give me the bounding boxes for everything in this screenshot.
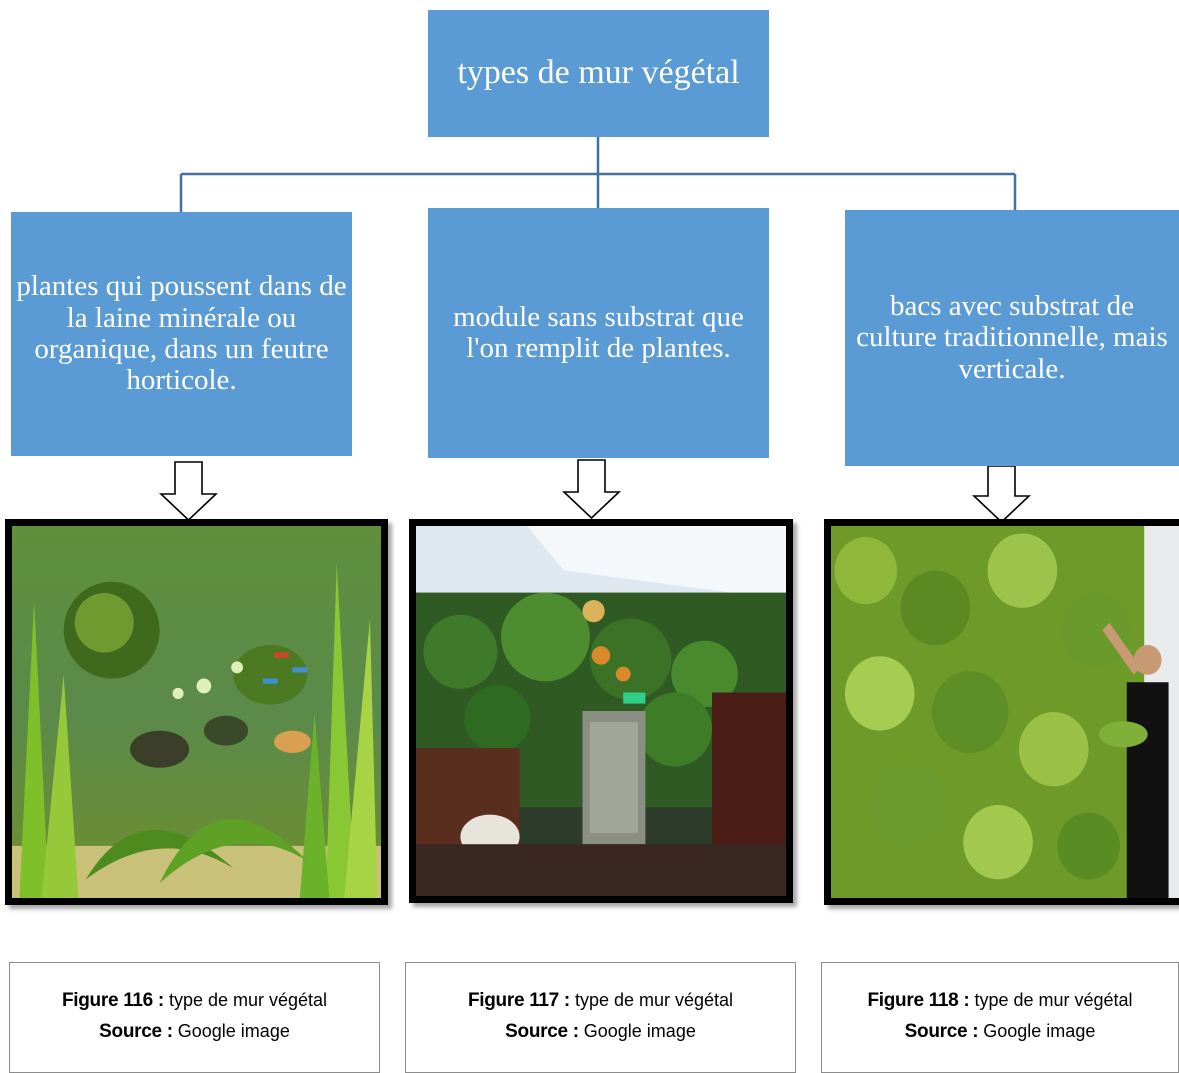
figure-caption: Figure 116 : type de mur végétal Source … <box>9 962 380 1073</box>
child-node-bins: bacs avec substrat de culture traditionn… <box>845 210 1179 466</box>
figure-title: type de mur végétal <box>168 990 328 1010</box>
figure-number: Figure 118 <box>867 990 959 1011</box>
child-node-mineral-wool: plantes qui poussent dans de la laine mi… <box>11 212 352 456</box>
down-arrow-icon <box>561 459 622 520</box>
figure-title: type de mur végétal <box>574 990 734 1010</box>
source-label: Source <box>99 1021 162 1042</box>
caption-line: Figure 116 : type de mur végétal <box>10 985 379 1016</box>
man-green-wall-photo <box>824 519 1179 905</box>
source-line: Source : Google image <box>406 1016 795 1047</box>
caption-separator: : <box>567 1021 584 1042</box>
source-value: Google image <box>583 1021 696 1041</box>
root-node: types de mur végétal <box>428 10 769 137</box>
source-value: Google image <box>983 1021 1096 1041</box>
caption-separator: : <box>967 1021 984 1042</box>
caption-line: Figure 118 : type de mur végétal <box>822 985 1178 1016</box>
source-label: Source <box>505 1021 568 1042</box>
down-arrow-icon <box>971 465 1032 524</box>
lobby-green-wall-photo <box>409 519 793 903</box>
caption-separator: : <box>558 990 575 1011</box>
aquarium-photo <box>5 519 388 905</box>
down-arrow-icon <box>158 461 219 522</box>
source-value: Google image <box>177 1021 290 1041</box>
caption-separator: : <box>161 1021 178 1042</box>
figure-title: type de mur végétal <box>974 990 1133 1010</box>
source-line: Source : Google image <box>10 1016 379 1047</box>
root-node-label: types de mur végétal <box>457 54 740 92</box>
source-line: Source : Google image <box>822 1016 1178 1047</box>
child-node-label: bacs avec substrat de culture traditionn… <box>856 290 1168 385</box>
source-label: Source <box>904 1021 968 1042</box>
caption-separator: : <box>152 990 169 1011</box>
caption-line: Figure 117 : type de mur végétal <box>406 985 795 1016</box>
figure-caption: Figure 117 : type de mur végétal Source … <box>405 962 796 1073</box>
child-node-label: plantes qui poussent dans de la laine mi… <box>16 270 347 397</box>
figure-number: Figure 117 <box>467 990 559 1011</box>
caption-separator: : <box>958 990 975 1011</box>
figure-caption: Figure 118 : type de mur végétal Source … <box>821 962 1179 1073</box>
tree-connector-lines <box>179 137 1017 212</box>
child-node-label: module sans substrat que l'on remplit de… <box>453 300 744 364</box>
child-node-module: module sans substrat que l'on remplit de… <box>428 208 769 458</box>
figure-number: Figure 116 <box>61 990 153 1011</box>
